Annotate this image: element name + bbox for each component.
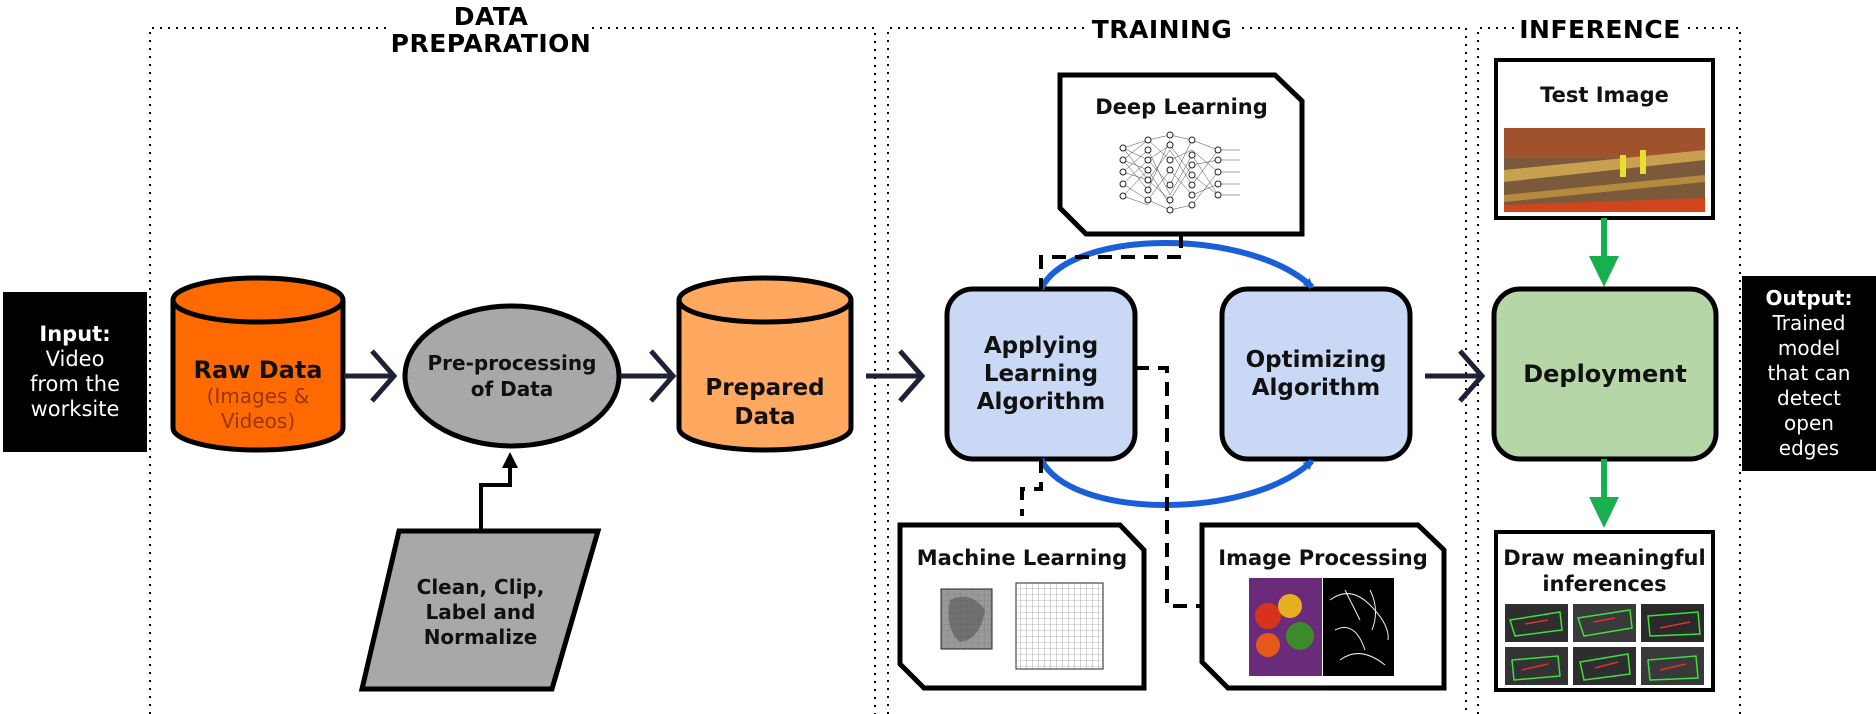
machine-learning-title: Machine Learning bbox=[916, 546, 1128, 570]
connector-clean-to-preprocess bbox=[479, 452, 518, 531]
applying-algorithm-label: Applying Learning Algorithm bbox=[976, 333, 1106, 415]
image-processing-title: Image Processing bbox=[1218, 546, 1428, 570]
loop-arrow-bottom bbox=[1038, 457, 1315, 508]
clean-clip-parallelogram bbox=[358, 528, 602, 692]
input-text: Video from the worksite bbox=[29, 347, 120, 421]
input-label: Input: bbox=[39, 322, 111, 346]
section-title-data-preparation: DATA PREPARATION bbox=[390, 2, 592, 58]
loop-arrow-top bbox=[1038, 240, 1315, 291]
inferences-thumbnails bbox=[1505, 604, 1704, 685]
output-label: Output: bbox=[1765, 286, 1853, 310]
section-title-inference: INFERENCE bbox=[1515, 16, 1685, 43]
flow-arrows bbox=[344, 349, 1486, 403]
optimizing-algorithm-box bbox=[1219, 286, 1413, 462]
optimizing-algorithm-label: Optimizing Algorithm bbox=[1245, 347, 1387, 401]
preprocessing-ellipse bbox=[402, 303, 622, 449]
test-image-photo bbox=[1504, 128, 1705, 212]
section-title-training: TRAINING bbox=[1088, 16, 1236, 43]
prepared-data-label: Prepared Data bbox=[705, 375, 825, 430]
clean-clip-label: Clean, Clip, Label and Normalize bbox=[416, 574, 545, 649]
section-border-data-preparation bbox=[149, 27, 876, 714]
output-box: Output: Trained model that can detect op… bbox=[1742, 276, 1876, 471]
image-processing-photos bbox=[1249, 578, 1394, 676]
test-image-title: Test Image bbox=[1540, 83, 1669, 107]
machine-learning-plots bbox=[940, 582, 1104, 670]
raw-data-title: Raw Data bbox=[193, 356, 323, 384]
prepared-data-cylinder bbox=[676, 275, 854, 453]
raw-data-label: Raw Data (Images & Videos) bbox=[173, 345, 343, 445]
draw-inferences-title: Draw meaningful inferences bbox=[1503, 546, 1706, 596]
raw-data-cylinder bbox=[170, 275, 346, 453]
dashed-connectors bbox=[1020, 234, 1200, 608]
preprocessing-label: Pre-processing of Data bbox=[427, 351, 597, 401]
deep-learning-title: Deep Learning bbox=[1095, 95, 1268, 119]
output-text: Trained model that can detect open edges bbox=[1767, 311, 1851, 460]
raw-data-subtitle: (Images & Videos) bbox=[206, 384, 310, 433]
inference-arrows bbox=[1589, 218, 1619, 528]
deployment-label: Deployment bbox=[1523, 360, 1687, 388]
input-box: Input: Video from the worksite bbox=[3, 292, 147, 452]
neural-network-illustration bbox=[1119, 131, 1240, 214]
